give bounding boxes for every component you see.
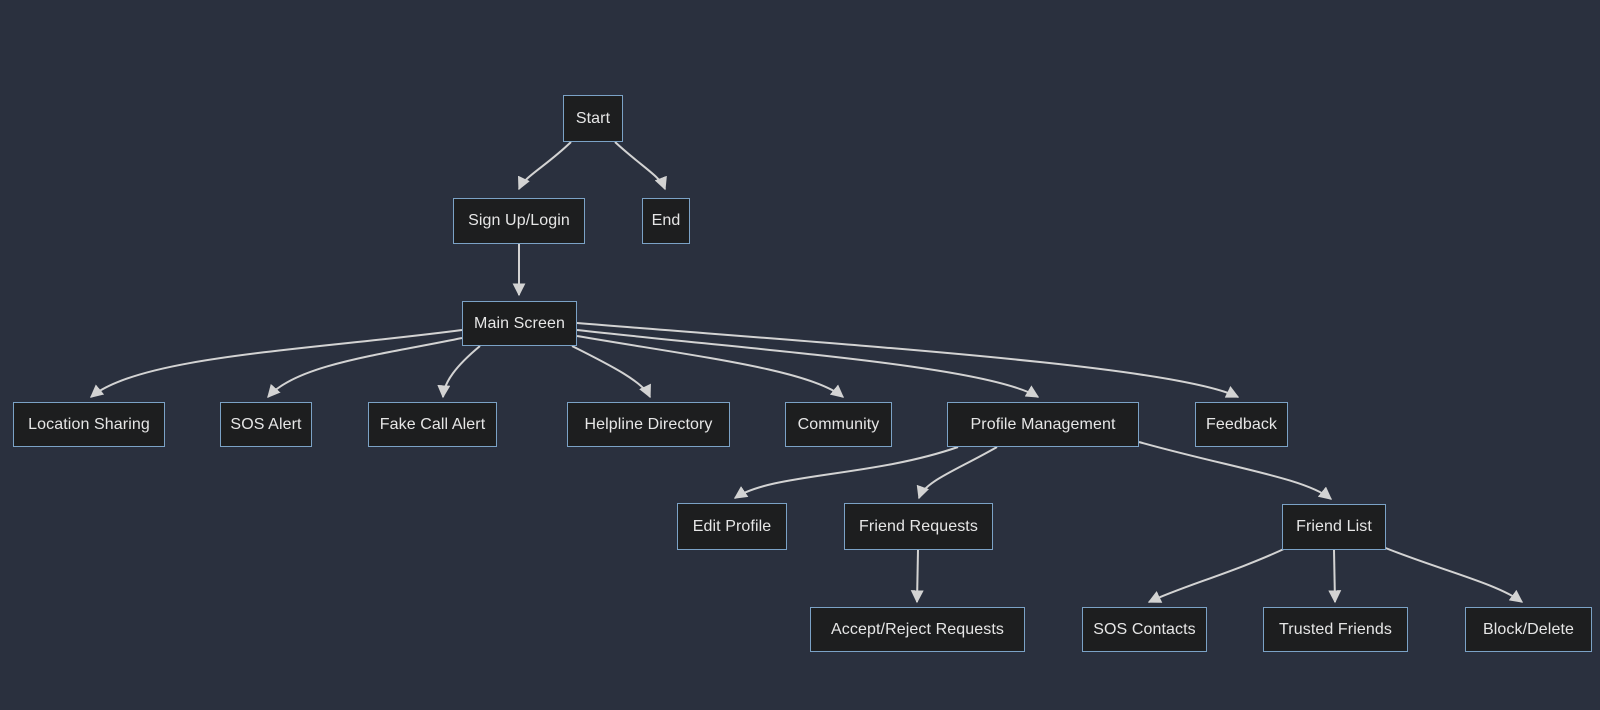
edge-profile-to-friend-requests [916, 446, 998, 500]
edge-start-to-signup [518, 141, 572, 191]
edge-main-to-location [90, 329, 463, 398]
node-main-screen: Main Screen [462, 301, 577, 346]
node-feedback: Feedback [1195, 402, 1288, 447]
edge-main-to-helpline [571, 345, 651, 399]
edge-profile-to-edit-profile [733, 446, 959, 499]
edge-main-to-community [576, 335, 845, 398]
node-accept-reject-requests: Accept/Reject Requests [810, 607, 1025, 652]
node-sign-up-login: Sign Up/Login [453, 198, 585, 244]
edge-friend-requests-to-accept-reject [910, 549, 924, 604]
edge-profile-to-friend-list [1138, 441, 1333, 500]
edge-main-to-sos-alert [267, 337, 463, 398]
node-sos-contacts: SOS Contacts [1082, 607, 1207, 652]
edge-main-to-feedback [576, 322, 1240, 398]
node-trusted-friends: Trusted Friends [1263, 607, 1408, 652]
edge-main-to-fake-call [437, 345, 481, 399]
edge-friend-list-to-block-delete [1382, 546, 1524, 603]
node-block-delete: Block/Delete [1465, 607, 1592, 652]
edge-friend-list-to-trusted-friends [1328, 549, 1342, 604]
node-sos-alert: SOS Alert [220, 402, 312, 447]
node-location-sharing: Location Sharing [13, 402, 165, 447]
node-friend-requests: Friend Requests [844, 503, 993, 550]
edge-friend-list-to-sos-contacts [1147, 547, 1287, 603]
node-community: Community [785, 402, 892, 447]
node-fake-call-alert: Fake Call Alert [368, 402, 497, 447]
node-profile-management: Profile Management [947, 402, 1139, 447]
edge-start-to-end [614, 141, 667, 191]
node-edit-profile: Edit Profile [677, 503, 787, 550]
node-helpline-directory: Helpline Directory [567, 402, 730, 447]
node-start: Start [563, 95, 623, 142]
edge-main-to-profile [576, 329, 1040, 398]
node-friend-list: Friend List [1282, 504, 1386, 550]
node-end: End [642, 198, 690, 244]
